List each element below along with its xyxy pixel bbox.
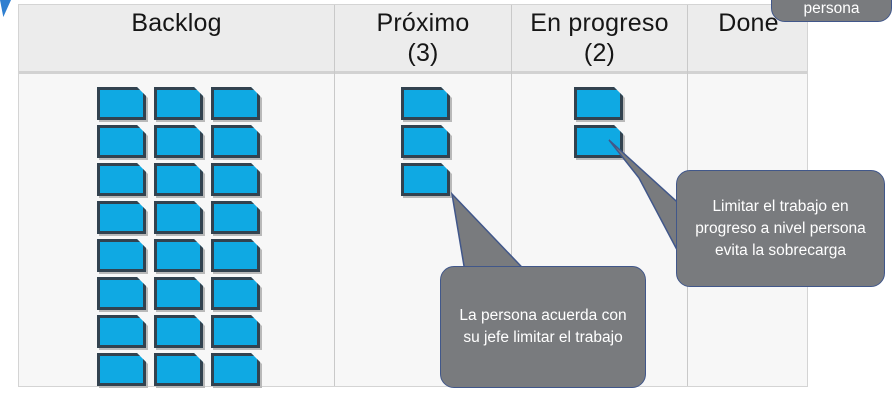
work-item-card[interactable] — [211, 201, 260, 234]
callout-agreement[interactable]: La persona acuerda con su jefe limitar e… — [440, 266, 646, 388]
work-item-card[interactable] — [154, 239, 203, 272]
work-item-card[interactable] — [97, 125, 146, 158]
work-item-card[interactable] — [97, 239, 146, 272]
work-item-card[interactable] — [154, 125, 203, 158]
work-item-card[interactable] — [574, 87, 623, 120]
work-item-card[interactable] — [211, 125, 260, 158]
work-item-card[interactable] — [97, 315, 146, 348]
work-item-card[interactable] — [97, 353, 146, 386]
work-item-card[interactable] — [211, 353, 260, 386]
work-item-card[interactable] — [574, 125, 623, 158]
work-item-card[interactable] — [154, 315, 203, 348]
board-header-row: Backlog Próximo (3) En progreso (2) Done — [19, 5, 807, 74]
column-header-proximo[interactable]: Próximo (3) — [335, 5, 511, 74]
column-divider-1 — [334, 5, 335, 386]
work-item-card[interactable] — [154, 353, 203, 386]
column-limit-en-progreso: (2) — [583, 39, 616, 67]
callout-persona[interactable]: persona — [771, 0, 892, 22]
work-item-card[interactable] — [97, 277, 146, 310]
callout-persona-text: persona — [803, 0, 860, 17]
callout-work-in-progress[interactable]: Limitar el trabajo en progreso a nivel p… — [676, 170, 885, 287]
column-title-en-progreso: En progreso — [530, 9, 669, 37]
work-item-card[interactable] — [97, 87, 146, 120]
column-header-done[interactable]: Done — [688, 5, 809, 74]
work-item-card[interactable] — [97, 163, 146, 196]
work-item-card[interactable] — [401, 125, 450, 158]
work-item-card[interactable] — [97, 201, 146, 234]
work-item-card[interactable] — [211, 277, 260, 310]
column-limit-proximo: (3) — [407, 39, 439, 67]
column-title-proximo: Próximo — [376, 9, 470, 37]
work-item-card[interactable] — [211, 315, 260, 348]
work-item-card[interactable] — [401, 87, 450, 120]
work-item-card[interactable] — [211, 239, 260, 272]
work-item-card[interactable] — [154, 277, 203, 310]
column-header-en-progreso[interactable]: En progreso (2) — [512, 5, 687, 74]
work-item-card[interactable] — [154, 163, 203, 196]
column-lane-proximo[interactable] — [335, 77, 511, 386]
work-item-card[interactable] — [154, 87, 203, 120]
column-title-done: Done — [718, 9, 779, 37]
column-title-backlog: Backlog — [131, 9, 222, 37]
corner-fragment-icon — [0, 0, 11, 17]
column-divider-2 — [511, 5, 512, 386]
work-item-card[interactable] — [154, 201, 203, 234]
callout-work-in-progress-text: Limitar el trabajo en progreso a nivel p… — [695, 197, 866, 259]
column-lane-en-progreso[interactable] — [512, 77, 687, 386]
callout-agreement-text: La persona acuerda con su jefe limitar e… — [459, 307, 627, 346]
column-header-backlog[interactable]: Backlog — [19, 5, 334, 74]
work-item-card[interactable] — [401, 163, 450, 196]
column-lane-backlog[interactable] — [19, 77, 334, 386]
work-item-card[interactable] — [211, 87, 260, 120]
work-item-card[interactable] — [211, 163, 260, 196]
